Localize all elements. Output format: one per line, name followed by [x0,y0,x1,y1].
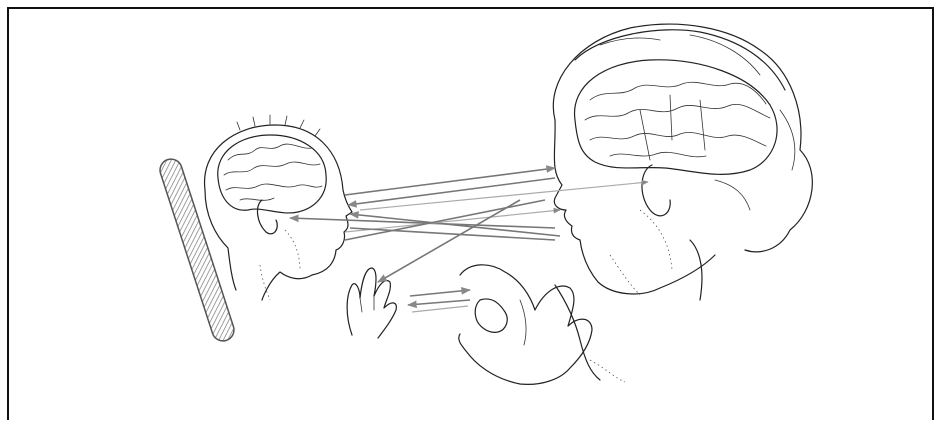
infant-hand [347,268,396,338]
arrow-hand-to-hand-1 [410,290,470,296]
arrow-adult-to-infant-2 [290,218,555,228]
arrow-eye-to-ear [360,182,648,210]
arrow-hand-to-hand-2 [408,300,470,305]
arrow-hand-to-hand-3 [412,306,468,312]
arrow-head-to-hand [378,200,520,282]
crib-bar [157,156,237,343]
infant-head [205,115,352,300]
adult-head [553,24,812,300]
adult-hand [459,265,625,385]
